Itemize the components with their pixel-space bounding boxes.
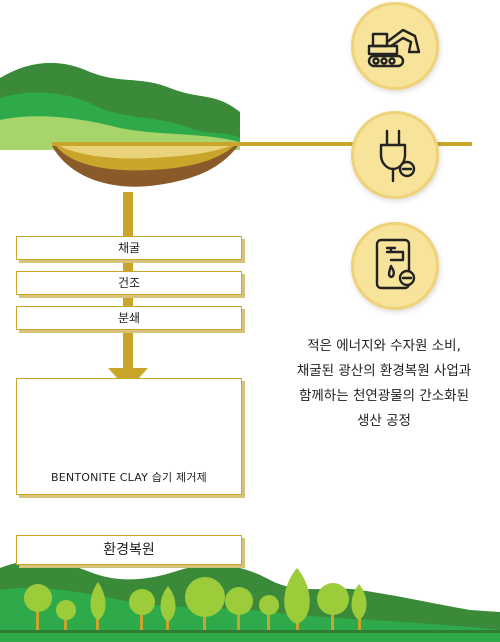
restoration-box: 환경복원 (16, 535, 242, 565)
excavator-icon (351, 2, 439, 90)
power-plug-minus-icon (351, 111, 439, 199)
description-line-4: 생산 공정 (357, 413, 411, 429)
product-label: BENTONITE CLAY 습기 제거제 (51, 471, 207, 484)
description-line-3: 함께하는 천연광물의 간소화된 (298, 388, 470, 404)
step-grinding: 분쇄 (16, 306, 242, 330)
description-line-2: 채굴된 광산의 환경복원 사업과 (296, 363, 472, 379)
top-connector-line (52, 142, 472, 146)
step-drying: 건조 (16, 271, 242, 295)
mine-pit (52, 146, 238, 187)
product-box: BENTONITE CLAY 습기 제거제 (16, 378, 242, 495)
step-mining: 채굴 (16, 236, 242, 260)
description-text: 적은 에너지와 수자원 소비, 채굴된 광산의 환경복원 사업과 함께하는 천연… (272, 334, 496, 434)
top-hills (0, 62, 240, 150)
ground-line (0, 630, 500, 633)
trees (24, 568, 367, 630)
description-line-1: 적은 에너지와 수자원 소비, (307, 338, 461, 354)
water-faucet-minus-icon (351, 222, 439, 310)
